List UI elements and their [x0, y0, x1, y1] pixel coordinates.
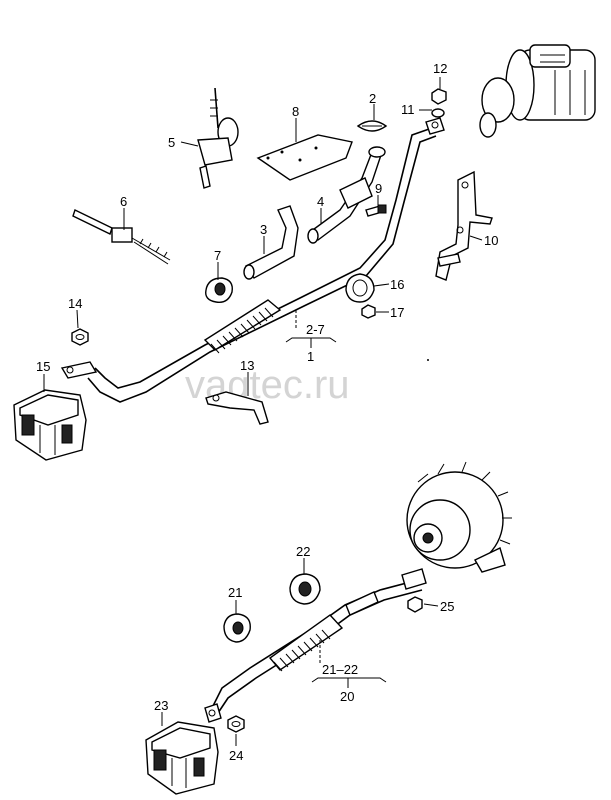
nut-14: [71, 328, 89, 346]
part-4-pipe: [307, 146, 386, 244]
battery-terminal-15: [13, 389, 87, 461]
part-3-pipe: [243, 205, 299, 280]
label-14: 14: [68, 296, 82, 311]
label-7: 7: [214, 248, 221, 263]
label-17: 17: [390, 305, 404, 320]
part-22-clamp: [289, 573, 321, 605]
label-16: 16: [390, 277, 404, 292]
label-23: 23: [154, 698, 168, 713]
alternator: [406, 461, 512, 573]
label-11: 11: [401, 102, 415, 117]
part-2-clip: [356, 120, 388, 132]
label-1: 1: [307, 349, 314, 364]
part-25-nut: [407, 596, 423, 613]
label-range-2-7: 2-7: [306, 322, 325, 337]
bottom-corrugated-sleeve: [268, 614, 344, 672]
part-11-washer: [431, 108, 445, 118]
part-16-clamp: [345, 273, 375, 303]
part-5-holder: [197, 87, 239, 189]
label-25: 25: [440, 599, 454, 614]
nut-24: [227, 715, 245, 733]
label-6: 6: [120, 194, 127, 209]
label-9: 9: [375, 181, 382, 196]
leader-lines: [43, 77, 483, 746]
part-21-clamp: [223, 613, 251, 643]
label-20: 20: [340, 689, 354, 704]
alternator-cable: [204, 568, 427, 723]
label-5: 5: [168, 135, 175, 150]
label-3: 3: [260, 222, 267, 237]
label-10: 10: [484, 233, 498, 248]
part-12-nut: [431, 88, 447, 105]
part-8-plate: [256, 134, 353, 181]
label-21: 21: [228, 585, 242, 600]
label-13: 13: [240, 358, 254, 373]
battery-terminal-23: [145, 721, 219, 795]
label-24: 24: [229, 748, 243, 763]
label-range-21-22: 21–22: [322, 662, 358, 677]
part-6-cable-tie: [72, 209, 171, 265]
starter-motor: [479, 44, 596, 138]
label-12: 12: [433, 61, 447, 76]
label-22: 22: [296, 544, 310, 559]
label-2: 2: [369, 91, 376, 106]
corrugated-sleeve: [203, 299, 282, 354]
part-13-bracket: [205, 391, 269, 425]
label-4: 4: [317, 194, 324, 209]
label-8: 8: [292, 104, 299, 119]
part-7-clamp: [205, 277, 233, 303]
label-15: 15: [36, 359, 50, 374]
main-cable: [60, 117, 445, 403]
stray-dot: [427, 359, 429, 361]
part-17-nut: [361, 304, 376, 319]
callout-labels: 12 11 2 8 5 9 4 6 3 10 7 16 17 14 2-7 1 …: [36, 61, 498, 763]
part-10-bracket: [435, 170, 493, 281]
part-9-bolt: [365, 204, 387, 217]
